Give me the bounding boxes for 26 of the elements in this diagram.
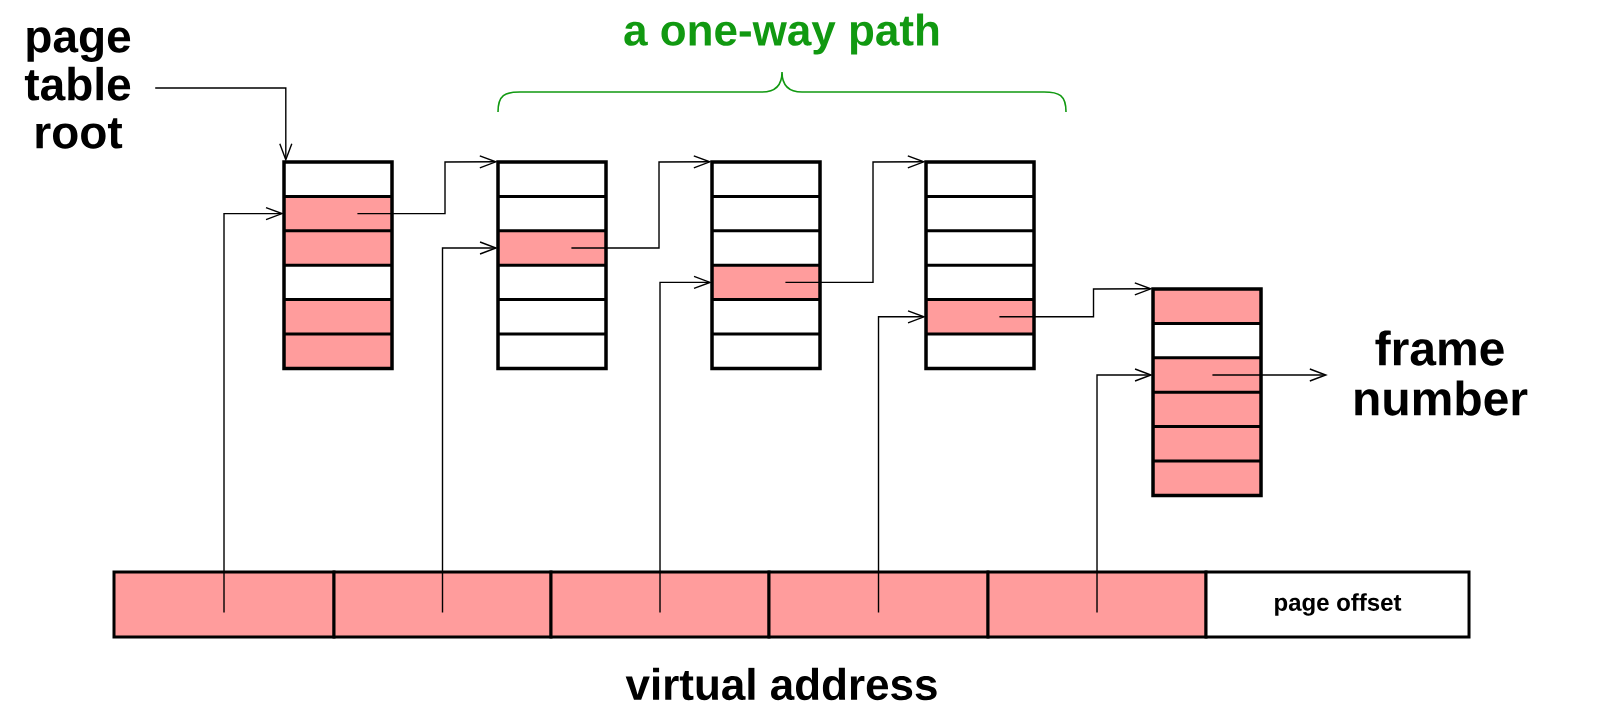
arrow (441, 241, 498, 614)
arrow (356, 155, 498, 215)
arrow (1211, 368, 1328, 382)
arrow (659, 275, 712, 614)
arrow (784, 155, 926, 284)
arrow (570, 155, 712, 249)
text-label: a one-way path (624, 13, 939, 55)
page-table (924, 160, 1036, 371)
text-label: frame number (1355, 330, 1528, 416)
arrow (998, 282, 1153, 318)
text-label: page table root (24, 27, 131, 149)
arrow (1096, 368, 1153, 614)
page-table (1151, 287, 1263, 498)
arrow (877, 310, 926, 614)
text-label: virtual address (625, 667, 937, 701)
page-table (710, 160, 822, 371)
arrow (154, 87, 293, 162)
page-table (282, 160, 394, 371)
address-field: page offset (1204, 570, 1471, 639)
address-field (767, 570, 990, 639)
address-field (549, 570, 771, 639)
address-field (986, 570, 1208, 639)
address-field (332, 570, 553, 639)
page-table (496, 160, 608, 371)
address-field (112, 570, 336, 639)
arrow (223, 206, 284, 614)
